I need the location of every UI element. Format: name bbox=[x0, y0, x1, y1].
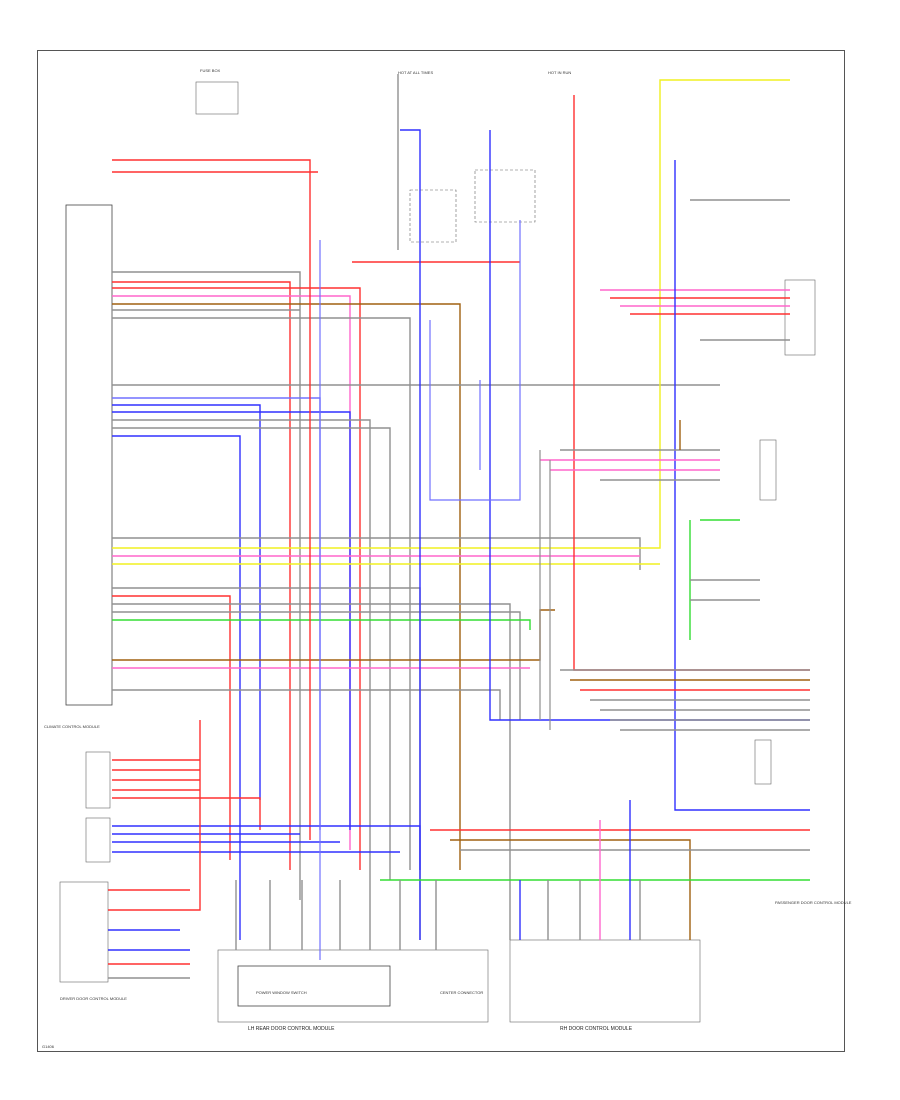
wire bbox=[450, 839, 691, 940]
wire bbox=[112, 619, 531, 630]
wire bbox=[112, 303, 461, 870]
top-left-module bbox=[195, 81, 239, 115]
wire bbox=[112, 689, 501, 720]
wire bbox=[573, 95, 810, 671]
wire bbox=[112, 317, 411, 870]
wire bbox=[112, 435, 241, 940]
wire bbox=[112, 404, 261, 800]
wire bbox=[112, 611, 521, 720]
wire bbox=[112, 537, 641, 570]
wire bbox=[112, 397, 321, 830]
wire bbox=[112, 271, 301, 900]
right-door-module-label: PASSENGER DOOR CONTROL MODULE bbox=[775, 900, 852, 905]
wire bbox=[489, 130, 810, 721]
fuse-box-label-2: HOT IN RUN bbox=[548, 70, 571, 75]
bottom-title-left: LH REAR DOOR CONTROL MODULE bbox=[248, 1026, 335, 1032]
left-bottom-module bbox=[59, 881, 109, 983]
wire bbox=[400, 129, 421, 940]
power-window-switch-label: POWER WINDOW SWITCH bbox=[256, 990, 307, 995]
left-lower-module-b bbox=[85, 817, 111, 863]
center-relay-box bbox=[409, 189, 457, 243]
diagram-frame bbox=[37, 50, 845, 1052]
lh-door-control-module bbox=[217, 949, 489, 1023]
diagram-id: G1406 bbox=[42, 1044, 55, 1049]
wire bbox=[674, 160, 810, 811]
wire bbox=[112, 609, 555, 661]
left-module-label: CLIMATE CONTROL MODULE bbox=[44, 724, 100, 729]
wire bbox=[108, 720, 201, 911]
wire bbox=[112, 287, 361, 870]
wire bbox=[429, 220, 521, 501]
wire bbox=[112, 411, 351, 830]
wire bbox=[112, 587, 421, 940]
wire bbox=[112, 427, 391, 880]
wire bbox=[112, 295, 351, 850]
power-window-switch-box bbox=[237, 965, 391, 1007]
rh-door-control-module bbox=[509, 939, 701, 1023]
wire bbox=[112, 825, 421, 870]
bottom-title-right: RH DOOR CONTROL MODULE bbox=[560, 1026, 633, 1032]
wire bbox=[112, 159, 311, 840]
right-connector-low bbox=[754, 739, 772, 785]
fuse-box-label-3: FUSE BOX bbox=[200, 68, 221, 73]
center-connector-label: CENTER CONNECTOR bbox=[440, 990, 483, 995]
right-relay-box bbox=[474, 169, 536, 223]
left-connector-block bbox=[65, 204, 113, 706]
left-lower-module-a bbox=[85, 751, 111, 809]
left-door-module-label: DRIVER DOOR CONTROL MODULE bbox=[60, 996, 127, 1001]
right-connector-top bbox=[784, 279, 816, 356]
fuse-box-label-1: HOT AT ALL TIMES bbox=[398, 70, 433, 75]
right-connector-mid bbox=[759, 439, 777, 501]
wires-group bbox=[108, 74, 810, 979]
wire bbox=[112, 281, 291, 870]
wire bbox=[112, 595, 231, 860]
wire bbox=[112, 419, 371, 880]
wire bbox=[112, 797, 261, 830]
wire bbox=[112, 603, 511, 940]
